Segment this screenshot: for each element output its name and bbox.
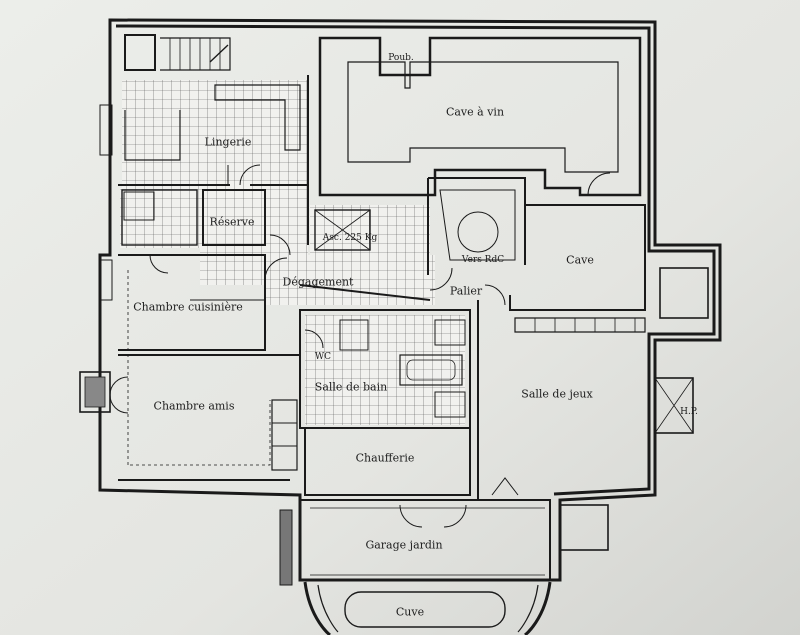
label-salle-de-jeux: Salle de jeux	[521, 387, 593, 401]
door-swings	[109, 44, 611, 528]
label-reserve: Réserve	[209, 215, 255, 229]
label-ascenseur: Asc. 225 Kg	[322, 233, 378, 243]
label-cave-a-vin: Cave à vin	[445, 105, 505, 119]
label-chambre-cuisiniere: Chambre cuisinière	[133, 300, 243, 314]
outer-walls	[98, 18, 722, 582]
label-poubelle: Poub.	[388, 53, 414, 63]
label-hp: H.P.	[680, 407, 698, 417]
interior-walls	[79, 34, 709, 586]
label-lingerie: Lingerie	[204, 135, 252, 149]
label-degagement: Dégagement	[282, 275, 354, 289]
label-cuve: Cuve	[395, 605, 425, 619]
label-cave: Cave	[566, 253, 594, 267]
label-chambre-amis: Chambre amis	[153, 399, 235, 413]
label-garage-jardin: Garage jardin	[365, 538, 443, 552]
label-salle-de-bain: Salle de bain	[314, 380, 388, 394]
label-chaufferie: Chaufferie	[355, 451, 415, 465]
label-wc: WC	[314, 352, 332, 362]
label-vers-rdc: Vers RdC	[461, 255, 505, 265]
wine-cellar-walls	[318, 36, 642, 197]
label-palier: Palier	[449, 284, 483, 298]
